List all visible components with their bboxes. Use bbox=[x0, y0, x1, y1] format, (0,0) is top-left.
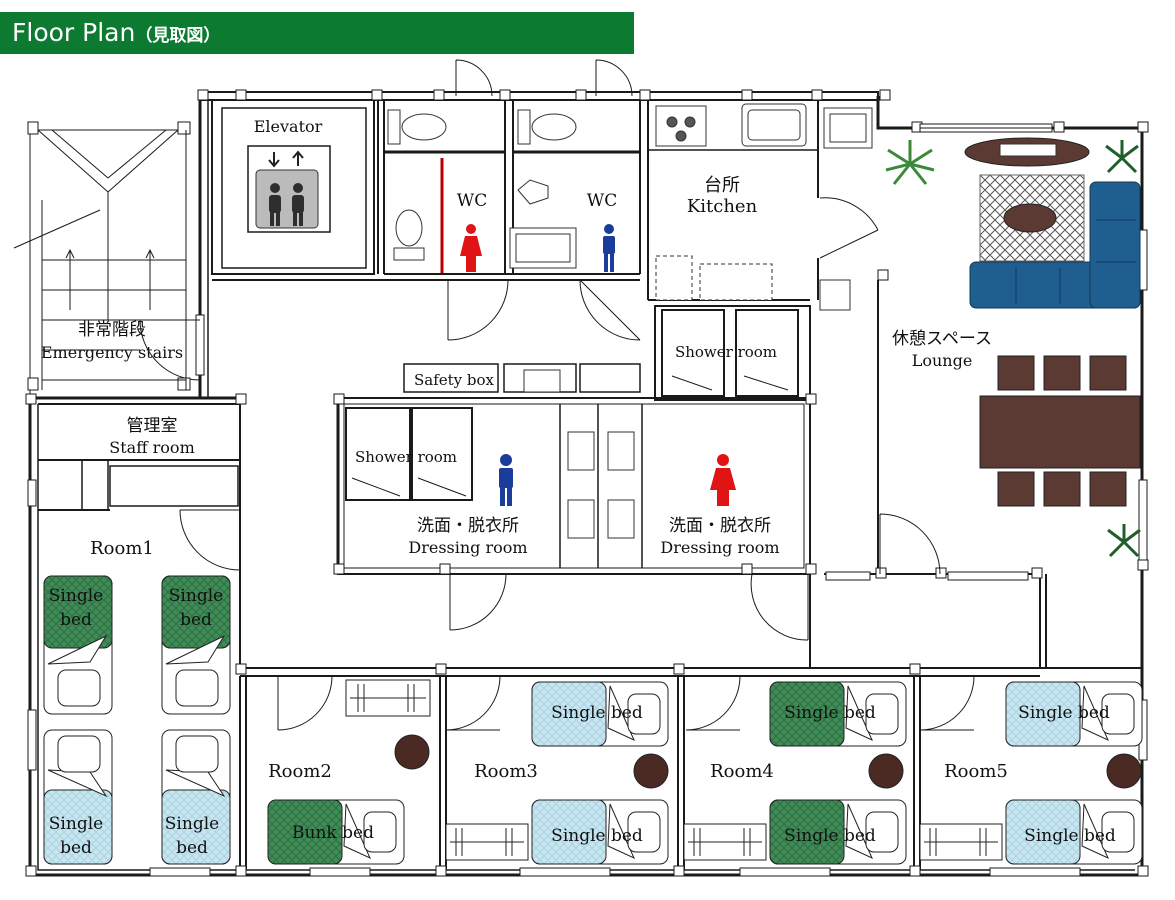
page-subtitle: （見取図） bbox=[135, 26, 221, 46]
male-wc-icon bbox=[603, 224, 615, 272]
single-bed-label: Single bed bbox=[1018, 703, 1110, 723]
room5-label: Room5 bbox=[944, 761, 1008, 782]
elevator-label: Elevator bbox=[254, 117, 323, 136]
shower-room-upper-label: Shower room bbox=[675, 343, 777, 361]
safety-box-label: Safety box bbox=[414, 371, 495, 389]
shower-room-lower-label: Shower room bbox=[355, 448, 457, 466]
room3-label: Room3 bbox=[474, 761, 538, 782]
female-wc-icon bbox=[460, 224, 482, 272]
elevator-arrows-icon bbox=[268, 150, 304, 168]
plant-icon bbox=[1105, 140, 1139, 174]
sinks bbox=[523, 369, 635, 539]
bed-label-bed: bed bbox=[176, 838, 208, 858]
dressing-room-male-jp: 洗面・脱衣所 bbox=[417, 516, 519, 536]
plant-icon bbox=[885, 140, 935, 185]
single-bed-label: Single bed bbox=[551, 703, 643, 723]
kitchen-label-en: Kitchen bbox=[687, 196, 758, 217]
bottom-room-beds bbox=[267, 679, 1143, 865]
page-title: Floor Plan（見取図） bbox=[12, 18, 221, 47]
stairs-label-en: Emergency stairs bbox=[41, 343, 183, 362]
room4-label: Room4 bbox=[710, 761, 774, 782]
elevator-person-icon bbox=[269, 183, 304, 226]
staff-room-label-en: Staff room bbox=[109, 438, 194, 457]
staff-room-label-jp: 管理室 bbox=[127, 416, 178, 436]
male-wc-label: WC bbox=[587, 191, 617, 211]
bunk-bed-label: Bunk bed bbox=[292, 823, 374, 843]
bed-label-single: Single bbox=[49, 814, 103, 834]
bed-label-bed: bed bbox=[180, 610, 212, 630]
windows bbox=[27, 123, 1148, 877]
bed-label-single: Single bbox=[49, 586, 103, 606]
bed-label-bed: bed bbox=[60, 610, 92, 630]
single-bed-label: Single bed bbox=[551, 826, 643, 846]
stairs-label-jp: 非常階段 bbox=[78, 320, 146, 340]
sofa bbox=[969, 181, 1141, 309]
dressing-room-female-jp: 洗面・脱衣所 bbox=[669, 516, 771, 536]
room1-label: Room1 bbox=[90, 538, 154, 559]
bed-labels: Single bed Single bed Single bed Single … bbox=[49, 586, 1116, 858]
dressing-room-male-en: Dressing room bbox=[408, 538, 527, 557]
room1-beds bbox=[43, 575, 231, 865]
single-bed-label: Single bed bbox=[1024, 826, 1116, 846]
bed-label-bed: bed bbox=[60, 838, 92, 858]
elevator bbox=[247, 145, 331, 233]
female-wc-label: WC bbox=[457, 191, 487, 211]
bed-label-single: Single bbox=[165, 814, 219, 834]
shower-stalls bbox=[345, 309, 799, 501]
lounge-furniture bbox=[964, 137, 1141, 507]
kitchen-fixtures bbox=[655, 103, 873, 311]
bed-label-single: Single bbox=[169, 586, 223, 606]
female-dressing-icon bbox=[710, 454, 736, 506]
kitchen-label-jp: 台所 bbox=[704, 175, 740, 196]
emergency-stairs bbox=[13, 121, 191, 391]
title-banner: Floor Plan（見取図） bbox=[0, 12, 634, 54]
lounge-label-en: Lounge bbox=[912, 351, 973, 370]
plant-icon bbox=[1107, 524, 1141, 558]
male-dressing-icon bbox=[499, 454, 513, 506]
dressing-room-female-en: Dressing room bbox=[660, 538, 779, 557]
toilets bbox=[387, 109, 577, 269]
lounge-label-jp: 休憩スペース bbox=[892, 329, 992, 349]
wall-markers bbox=[25, 89, 1149, 877]
room2-label: Room2 bbox=[268, 761, 332, 782]
single-bed-label: Single bed bbox=[784, 826, 876, 846]
doors bbox=[139, 59, 975, 731]
single-bed-label: Single bed bbox=[784, 703, 876, 723]
room-labels: Elevator WC WC 台所 Kitchen 非常階段 Emergency… bbox=[41, 117, 1008, 782]
